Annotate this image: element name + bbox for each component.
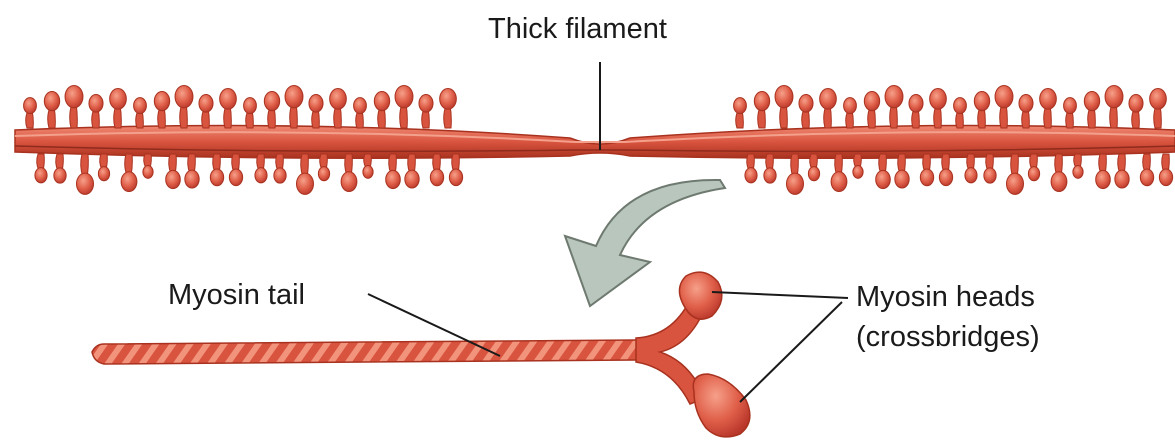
filament-head: [954, 98, 967, 114]
filament-head: [89, 95, 103, 113]
thick-filament: [15, 85, 1175, 194]
filament-head: [354, 98, 367, 114]
filament-head: [296, 173, 313, 194]
filament-head: [264, 92, 279, 111]
filament-head: [1028, 167, 1039, 181]
filament-head: [1105, 85, 1123, 107]
filament-head: [895, 170, 909, 188]
filament-head: [995, 85, 1013, 107]
filament-head: [318, 167, 329, 181]
filament-head: [430, 169, 443, 186]
filament-head: [220, 88, 237, 109]
crossbridges-label: (crossbridges): [856, 320, 1040, 354]
filament-head: [405, 170, 419, 188]
filament-head: [1096, 170, 1111, 188]
filament-head: [1150, 88, 1167, 109]
filament-head: [734, 98, 747, 114]
filament-head: [1006, 173, 1023, 194]
filament-head: [395, 85, 413, 107]
filament-head: [1019, 95, 1033, 113]
filament-head: [885, 85, 903, 107]
filament-head: [799, 95, 813, 113]
filament-head: [44, 92, 59, 111]
filament-head: [229, 169, 242, 186]
filament-head: [909, 95, 923, 113]
myosin-head-lower-leader: [740, 302, 842, 402]
myosin-head-lower: [693, 374, 750, 437]
filament-head: [440, 88, 457, 109]
myosin-tail-label: Myosin tail: [168, 278, 305, 312]
filament-head: [820, 88, 837, 109]
filament-head: [1040, 88, 1057, 109]
filament-head: [98, 167, 109, 181]
filament-head: [1159, 169, 1172, 186]
filament-head: [876, 170, 891, 188]
filament-head: [920, 169, 933, 186]
filament-head: [154, 92, 169, 111]
filament-head: [143, 166, 153, 179]
filament-head: [185, 170, 199, 188]
filament-head: [166, 170, 181, 188]
filament-head: [831, 172, 847, 192]
filament-head: [255, 168, 267, 183]
filament-head: [210, 169, 223, 186]
filament-head: [1084, 92, 1099, 111]
filament-head: [110, 88, 127, 109]
filament-head: [808, 167, 819, 181]
filament-head: [1140, 169, 1153, 186]
filament-head: [363, 166, 373, 179]
filament-head: [745, 168, 757, 183]
filament-head: [175, 85, 193, 107]
filament-head: [449, 169, 462, 186]
filament-head: [54, 168, 66, 183]
filament-head: [285, 85, 303, 107]
filament-head: [1064, 98, 1077, 114]
filament-head: [419, 95, 433, 113]
filament-head: [984, 168, 996, 183]
filament-head: [386, 170, 401, 188]
filament-head: [121, 172, 137, 192]
filament-head: [844, 98, 857, 114]
filament-head: [853, 166, 863, 179]
filament-head: [965, 168, 977, 183]
filament-head: [1129, 95, 1143, 113]
filament-head: [374, 92, 389, 111]
filament-head: [134, 98, 147, 114]
filament-head: [1115, 170, 1129, 188]
filament-head: [764, 168, 776, 183]
myosin-tail-rod: [92, 340, 646, 364]
filament-head: [864, 92, 879, 111]
filament-head: [244, 98, 257, 114]
filament-head: [199, 95, 213, 113]
filament-head: [76, 173, 93, 194]
filament-head: [35, 168, 47, 183]
filament-head: [930, 88, 947, 109]
filament-head: [65, 85, 83, 107]
filament-head: [24, 98, 37, 114]
filament-head: [754, 92, 769, 111]
filament-head: [1073, 166, 1083, 179]
filament-head: [939, 169, 952, 186]
thick-filament-label: Thick filament: [488, 12, 667, 46]
filament-head: [309, 95, 323, 113]
filament-head: [974, 92, 989, 111]
filament-head: [274, 168, 286, 183]
filament-head: [1051, 172, 1067, 192]
filament-head: [341, 172, 357, 192]
myosin-heads-label: Myosin heads: [856, 280, 1035, 314]
filament-head: [775, 85, 793, 107]
filament-head: [330, 88, 347, 109]
myosin-head-upper-leader: [712, 292, 848, 298]
filament-head: [786, 173, 803, 194]
